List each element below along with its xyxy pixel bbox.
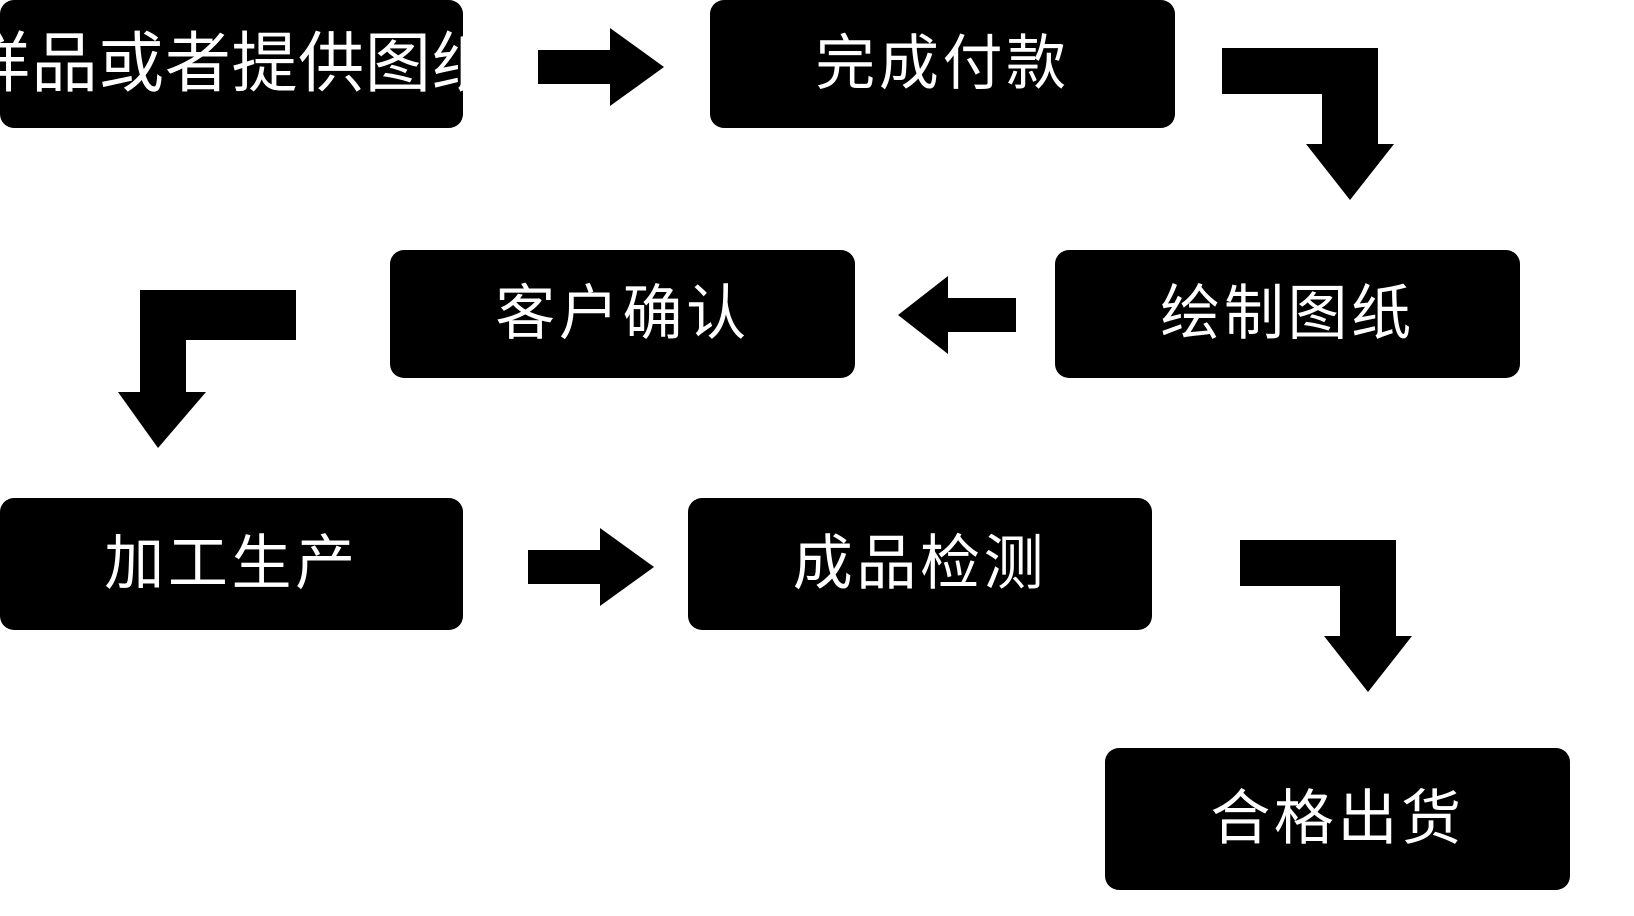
arrow-right-icon (538, 28, 664, 106)
arrow-left-icon (898, 276, 1016, 354)
flow-node-label: 加工生产 (104, 529, 359, 599)
flow-node-step-1[interactable]: 样品或者提供图纸 (0, 0, 497, 128)
flow-node-step-4[interactable]: 客户确认 (390, 250, 855, 378)
flow-node-label: 客户确认 (495, 279, 750, 349)
flow-node-label: 样品或者提供图纸 (0, 25, 499, 102)
flow-node-step-7[interactable]: 合格出货 (1105, 748, 1570, 890)
flow-node-step-3[interactable]: 绘制图纸 (1055, 250, 1520, 378)
flow-node-label: 合格出货 (1210, 784, 1465, 854)
flow-node-label: 绘制图纸 (1160, 279, 1415, 349)
flow-node-label: 完成付款 (815, 29, 1070, 99)
elbow-arrow-right-down-icon (1240, 540, 1412, 692)
flow-node-step-2[interactable]: 完成付款 (710, 0, 1175, 128)
flow-node-step-5[interactable]: 加工生产 (0, 498, 463, 630)
arrow-right-icon (528, 528, 654, 606)
elbow-arrow-right-down-icon (1222, 48, 1394, 200)
flow-node-label: 成品检测 (792, 529, 1048, 599)
elbow-arrow-left-down-icon (118, 290, 296, 448)
flow-node-step-6[interactable]: 成品检测 (688, 498, 1152, 630)
